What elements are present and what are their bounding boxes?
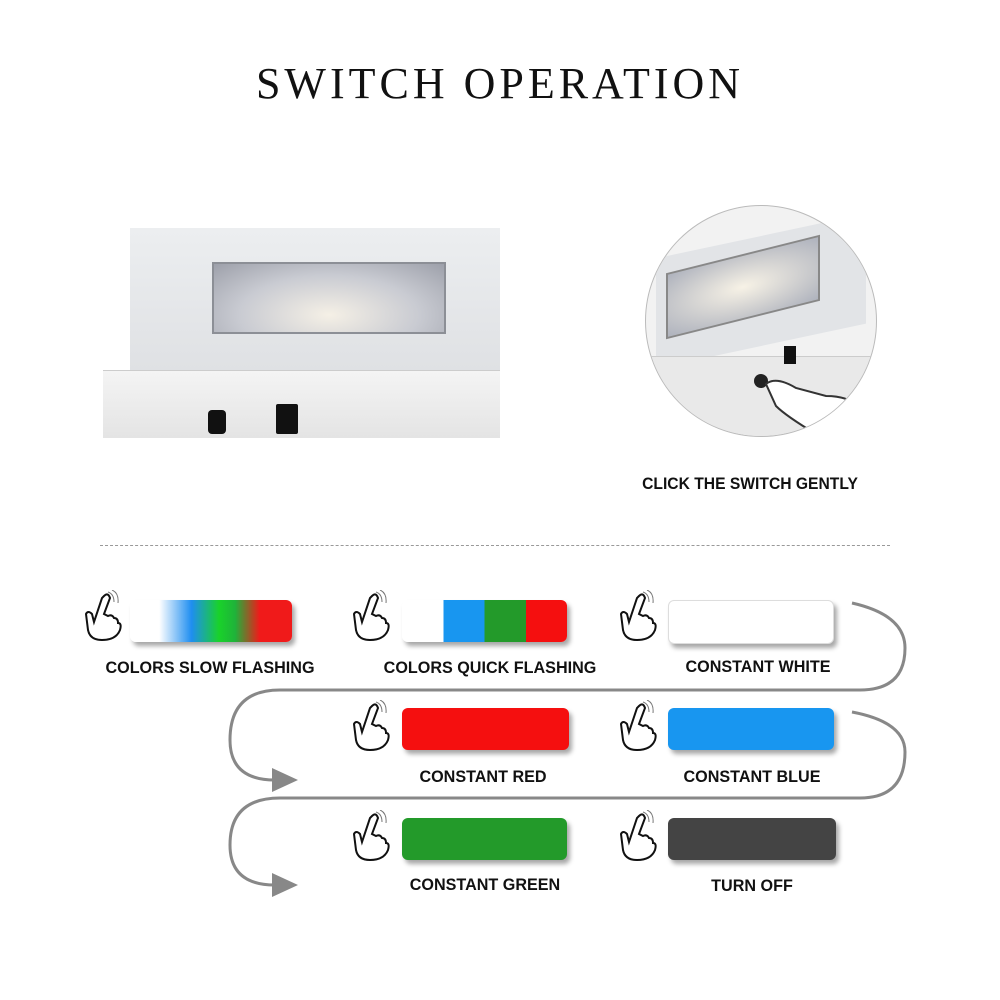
mode-label: TURN OFF — [711, 876, 793, 895]
mode-label: COLORS SLOW FLASHING — [105, 658, 315, 677]
hand-tap-icon — [617, 700, 663, 752]
swatch-constant-blue — [668, 708, 834, 750]
switch-caption: CLICK THE SWITCH GENTLY — [642, 474, 858, 493]
dc-port — [276, 404, 298, 434]
power-switch — [208, 410, 226, 434]
swatch-slow-flashing — [130, 600, 292, 642]
switch-closeup-image — [645, 205, 877, 437]
hand-tap-icon — [82, 590, 128, 642]
hand-tap-icon — [350, 810, 396, 862]
swatch-constant-white — [668, 600, 834, 644]
swatch-turn-off — [668, 818, 836, 860]
divider — [100, 545, 890, 546]
hand-tap-icon — [617, 590, 663, 642]
hand-tap-icon — [617, 810, 663, 862]
mode-label: COLORS QUICK FLASHING — [383, 658, 597, 677]
swatch-quick-flashing — [402, 600, 567, 642]
mode-label: CONSTANT RED — [419, 767, 547, 786]
swatch-constant-red — [402, 708, 569, 750]
finger-press-icon — [764, 379, 868, 435]
mode-label: CONSTANT GREEN — [409, 875, 561, 894]
swatch-constant-green — [402, 818, 567, 860]
hand-tap-icon — [350, 700, 396, 752]
hand-tap-icon — [350, 590, 396, 642]
led-window — [212, 262, 446, 334]
mode-label: CONSTANT WHITE — [685, 657, 831, 676]
page-title: SWITCH OPERATION — [255, 59, 745, 108]
mode-label: CONSTANT BLUE — [683, 767, 821, 786]
